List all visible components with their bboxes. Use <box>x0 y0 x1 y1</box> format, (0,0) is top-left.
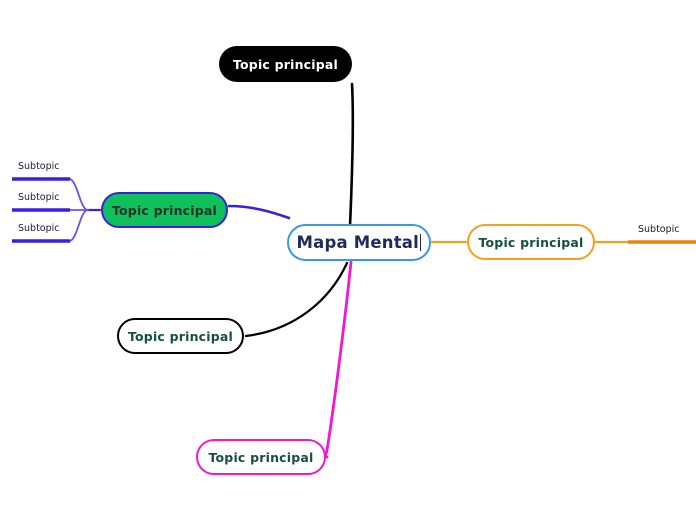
connector-top <box>348 82 355 228</box>
subtopic-left-1[interactable]: Subtopic <box>18 161 60 172</box>
central-node-label: Mapa Mental <box>296 233 419 252</box>
connector-lower-left <box>244 261 349 338</box>
node-label: Topic principal <box>208 449 314 465</box>
connector-green-subtopic-3 <box>69 209 89 242</box>
text-caret <box>419 234 422 251</box>
connector-bottom-magenta <box>321 260 353 459</box>
node-label: Topic principal <box>127 328 234 344</box>
node-topic-left-green[interactable]: Topic principal <box>101 192 228 228</box>
node-topic-right-orange[interactable]: Topic principal <box>467 224 595 260</box>
connector-left-green <box>227 204 291 220</box>
subtopic-left-3[interactable]: Subtopic <box>18 223 60 234</box>
node-topic-lower-left[interactable]: Topic principal <box>117 318 244 354</box>
subtopic-left-2[interactable]: Subtopic <box>18 192 60 203</box>
subtopic-right-1[interactable]: Subtopic <box>638 224 680 235</box>
node-topic-top[interactable]: Topic principal <box>219 46 352 82</box>
connector-green-subtopic-1 <box>69 178 89 211</box>
node-central-mapa-mental[interactable]: Mapa Mental <box>287 224 431 261</box>
node-label: Topic principal <box>111 202 218 218</box>
node-topic-bottom-magenta[interactable]: Topic principal <box>196 439 326 475</box>
node-label: Topic principal <box>478 234 584 250</box>
node-label: Topic principal <box>232 56 339 72</box>
